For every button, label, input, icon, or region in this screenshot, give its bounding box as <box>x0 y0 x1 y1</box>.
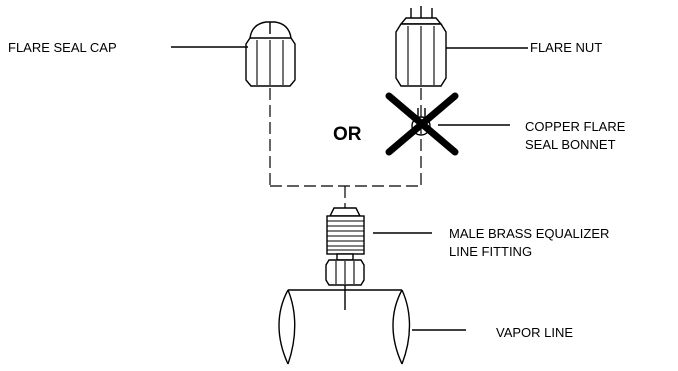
cross-out-mark <box>385 92 459 156</box>
copper-bonnet-label-line1: COPPER FLARE <box>525 119 626 134</box>
flare-nut-label: FLARE NUT <box>530 40 602 55</box>
male-fitting-label-line1: MALE BRASS EQUALIZER <box>449 226 609 241</box>
vapor-line-pipe <box>278 289 411 365</box>
or-label: OR <box>333 124 362 145</box>
flare-nut <box>395 6 447 87</box>
vapor-line-label: VAPOR LINE <box>496 325 573 340</box>
alignment-dashed-lines <box>269 88 422 208</box>
flare-seal-cap <box>245 21 296 87</box>
male-brass-equalizer-fitting <box>325 207 365 310</box>
male-fitting-label-line2: LINE FITTING <box>449 244 532 259</box>
copper-bonnet-label-line2: SEAL BONNET <box>525 137 616 152</box>
flare-seal-cap-label: FLARE SEAL CAP <box>8 40 117 55</box>
